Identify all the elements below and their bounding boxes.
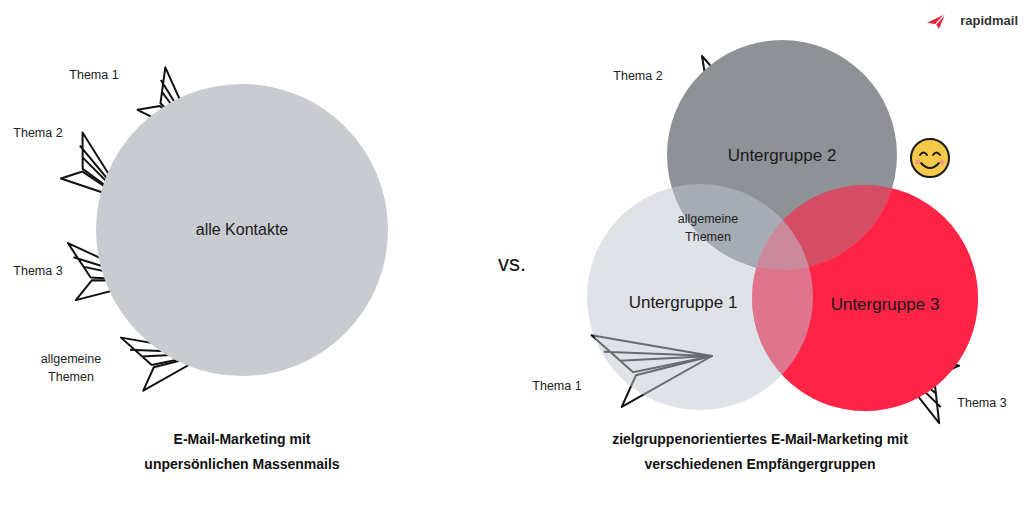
versus-label: vs.: [498, 248, 526, 280]
caption-text: E-Mail-Marketing mit unpersönlichen Mass…: [126, 427, 358, 477]
brand-name: rapidmail: [960, 12, 1018, 31]
topic-label: Thema 2: [13, 124, 62, 142]
topic-label: Thema 1: [532, 377, 581, 395]
topic-label: allgemeine Themen: [668, 210, 748, 246]
caption-text: zielgruppenorientiertes E-Mail-Marketing…: [585, 427, 935, 477]
node-label: Untergruppe 3: [831, 295, 940, 315]
circle-fill: [587, 184, 813, 410]
topic-label: allgemeine Themen: [31, 350, 111, 386]
circle-fill: [96, 84, 388, 376]
topic-label: Thema 1: [69, 66, 118, 84]
smiling-emoji: [911, 139, 949, 177]
topic-label: Thema 3: [957, 394, 1006, 412]
node-label: alle Kontakte: [196, 221, 289, 239]
topic-label: Thema 2: [613, 67, 662, 85]
topic-label: Thema 3: [13, 262, 62, 280]
node-label: Untergruppe 1: [629, 293, 738, 313]
node-label: Untergruppe 2: [728, 146, 837, 166]
logo-icon: [927, 14, 945, 29]
contacts-circle: alle Kontakte: [96, 84, 388, 376]
